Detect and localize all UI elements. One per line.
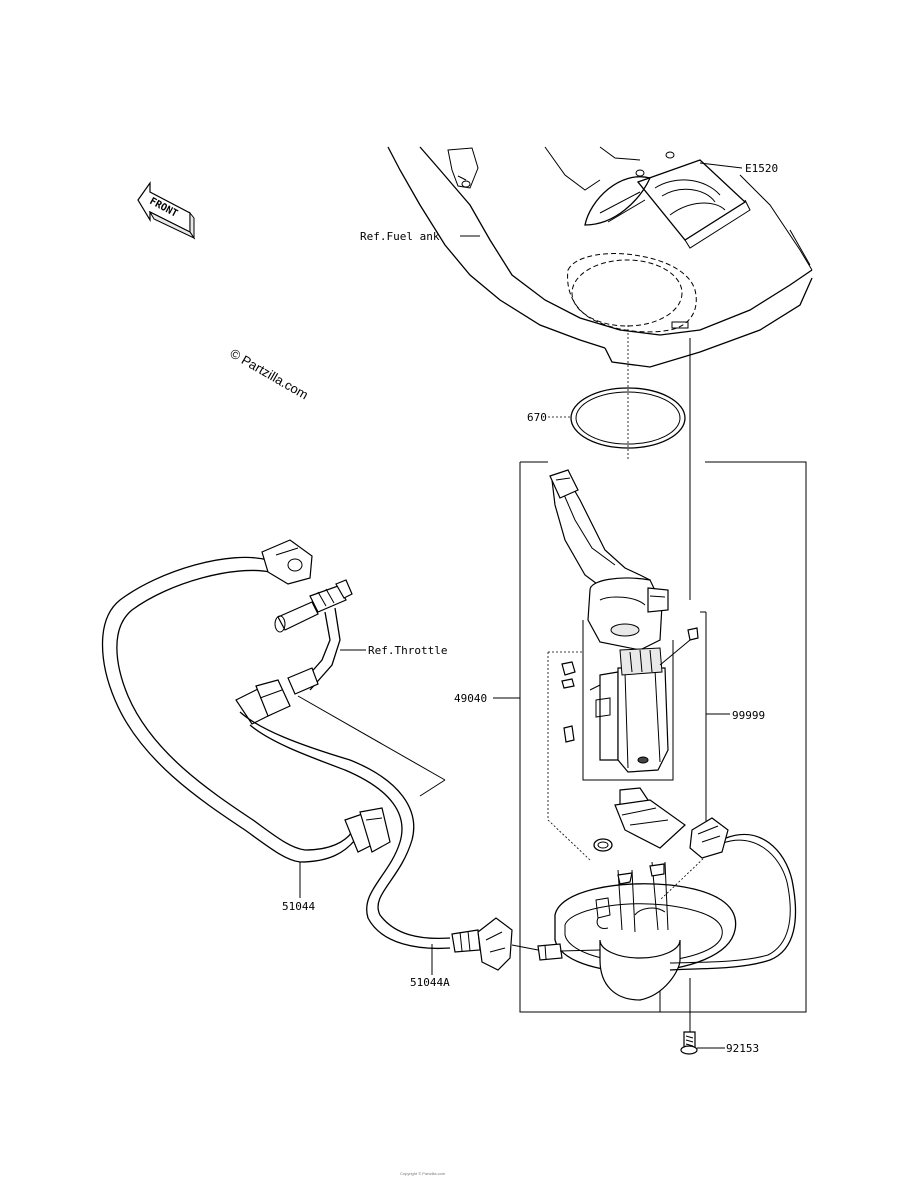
fuel-pump (549, 469, 699, 852)
label-51044a: 51044A (410, 976, 450, 989)
front-arrow-icon: FRONT (137, 181, 196, 240)
pump-assembly-frame (519, 338, 807, 1040)
label-fuel-tank: Ref.Fuel ank (360, 230, 440, 243)
label-99999: 99999 (732, 709, 765, 722)
o-ring-670 (570, 325, 686, 460)
label-throttle: Ref.Throttle (368, 644, 447, 657)
pump-wiring (669, 817, 797, 971)
label-49040: 49040 (454, 692, 487, 705)
label-e1520: E1520 (745, 162, 778, 175)
footer-line-1: Copyright © Partzilla.com (400, 1171, 446, 1176)
label-51044: 51044 (282, 900, 315, 913)
filter-box-99999 (582, 611, 730, 856)
throttle-fitting (274, 579, 353, 695)
hose-51044 (101, 539, 391, 898)
label-670: 670 (527, 411, 547, 424)
pump-flange (537, 861, 737, 1001)
watermark: © Partzilla.com (228, 346, 311, 403)
label-92153: 92153 (726, 1042, 759, 1055)
bolt-92153 (680, 1031, 698, 1055)
fuel-tank (387, 146, 813, 368)
hose-51044a (235, 679, 539, 975)
